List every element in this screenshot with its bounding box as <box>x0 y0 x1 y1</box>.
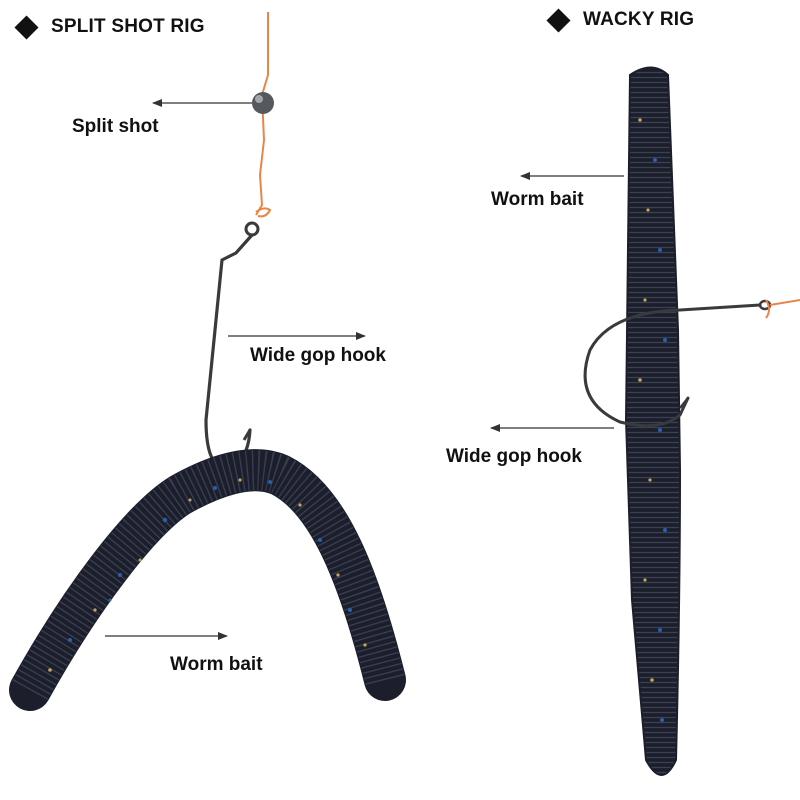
split-shot-sinker <box>252 92 274 114</box>
split-shot-rig-title-text: SPLIT SHOT RIG <box>51 16 205 37</box>
split-shot-label: Split shot <box>72 116 159 137</box>
worm-flakes <box>638 118 667 722</box>
worm-bait-straight <box>624 66 682 776</box>
split-shot-rig <box>9 12 406 711</box>
hook-label-right: Wide gop hook <box>446 446 582 467</box>
fishing-line <box>255 12 269 216</box>
line-knot <box>255 207 272 218</box>
hook-label-left: Wide gop hook <box>250 345 386 366</box>
line-knot <box>765 299 770 319</box>
wacky-hook <box>583 299 800 428</box>
split-shot-rig-title: SPLIT SHOT RIG <box>14 14 205 40</box>
worm-bait-bent <box>9 449 406 711</box>
wacky-rig-title-text: WACKY RIG <box>583 9 695 30</box>
worm-flakes <box>48 478 367 672</box>
wacky-rig-title: WACKY RIG <box>546 7 695 33</box>
wacky-rig <box>490 66 800 776</box>
fishing-line <box>769 299 800 306</box>
diamond-icon <box>14 14 39 40</box>
diamond-icon <box>546 7 571 33</box>
worm-label-right: Worm bait <box>491 189 584 210</box>
worm-label-left: Worm bait <box>170 654 263 675</box>
